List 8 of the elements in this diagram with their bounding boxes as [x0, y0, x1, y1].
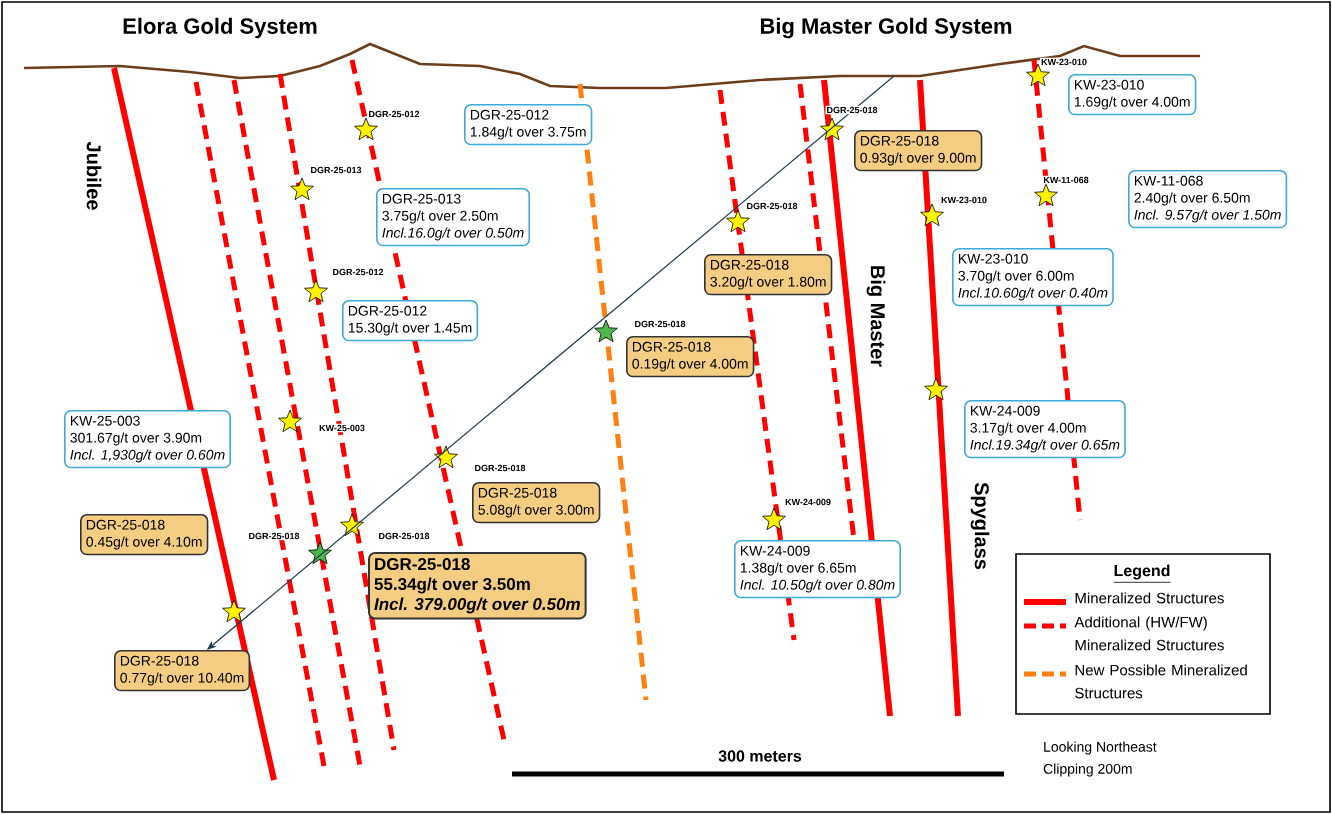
structure-name: Big Master	[864, 262, 888, 370]
system-title: Elora Gold System	[123, 17, 317, 39]
legend-title: Legend	[1113, 564, 1171, 583]
system-title: Big Master Gold System	[760, 17, 1012, 39]
structure-name: Spyglass	[968, 480, 992, 572]
scale-label: 300 meters	[718, 750, 802, 762]
structure-name: Jubilee	[84, 139, 104, 213]
result-callout-box: DGR-25-018 55.34g/t over 3.50m Incl. 379.00g/t over 0.50m	[368, 552, 587, 620]
